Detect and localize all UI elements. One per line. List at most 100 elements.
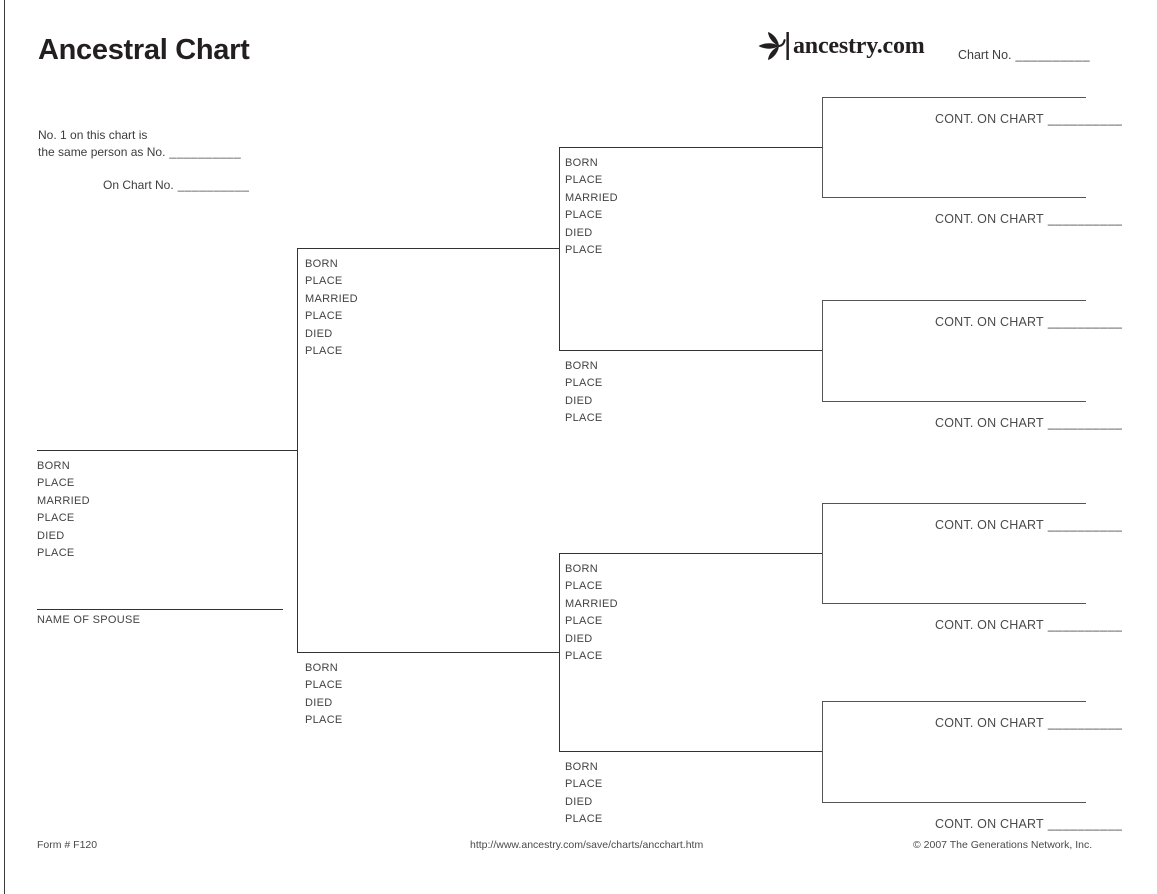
person-1-fields: BORN PLACE MARRIED PLACE DIED PLACE [37,458,90,562]
cont-on-chart-4: CONT. ON CHART__________ [935,416,1122,430]
field-label-place: PLACE [565,778,603,791]
person-6-name-line [559,553,823,554]
chart-no-blank: __________ [1015,48,1091,62]
gen2-bracket-line [297,248,298,652]
person-14-name-line [822,701,1086,702]
cont-label: CONT. ON CHART [935,618,1044,632]
cont-blank: __________ [1047,817,1123,831]
cont-blank: __________ [1047,716,1123,730]
field-label-died: DIED [305,327,333,340]
field-label-place: PLACE [305,345,343,358]
field-label-place: PLACE [565,377,603,390]
gen4-bracket-line-2 [822,300,823,401]
field-label-place: PLACE [565,580,603,593]
field-label-place: PLACE [305,310,343,323]
cont-on-chart-1: CONT. ON CHART__________ [935,112,1122,126]
cont-on-chart-8: CONT. ON CHART__________ [935,817,1122,831]
gen4-bracket-line-4 [822,701,823,802]
field-label-born: BORN [565,761,598,773]
ancestry-logo-text: ancestry.com [793,32,925,59]
note-line-3-text: On Chart No. [103,178,174,192]
gen3-bracket-line-top [559,147,560,350]
field-label-married: MARRIED [305,292,358,305]
field-label-died: DIED [565,632,593,645]
field-label-place: PLACE [305,714,343,727]
note-line-3-blank: __________ [177,178,250,192]
field-label-place: PLACE [565,209,603,222]
chart-no-label: Chart No. [958,48,1012,62]
person-11-name-line [822,401,1086,402]
cont-label: CONT. ON CHART [935,315,1044,329]
person-5-name-line [559,350,823,351]
chart-reference-note: No. 1 on this chart is the same person a… [38,127,249,194]
cont-blank: __________ [1047,518,1123,532]
person-15-name-line [822,802,1086,803]
field-label-born: BORN [305,662,338,674]
cont-blank: __________ [1047,416,1123,430]
gen4-bracket-line-3 [822,503,823,603]
field-label-died: DIED [565,394,593,407]
gen4-bracket-line-1 [822,97,823,197]
person-9-name-line [822,197,1086,198]
field-label-place: PLACE [565,174,603,187]
field-label-died: DIED [37,529,65,542]
page-left-border [4,0,5,894]
field-label-place: PLACE [37,512,75,525]
page-title: Ancestral Chart [38,34,250,66]
field-label-place: PLACE [565,813,603,826]
note-line-2-blank: __________ [169,145,242,159]
cont-label: CONT. ON CHART [935,112,1044,126]
person-1-name-line [37,450,298,451]
note-line-1: No. 1 on this chart is [38,128,148,142]
field-label-place: PLACE [565,244,603,257]
cont-label: CONT. ON CHART [935,212,1044,226]
field-label-died: DIED [565,795,593,808]
person-3-name-line [297,652,560,653]
person-5-fields: BORN PLACE DIED PLACE [565,358,603,428]
cont-label: CONT. ON CHART [935,817,1044,831]
person-4-fields: BORN PLACE MARRIED PLACE DIED PLACE [565,155,618,259]
field-label-born: BORN [305,258,338,270]
spouse-field-label: NAME OF SPOUSE [37,614,141,626]
field-label-place: PLACE [565,412,603,425]
cont-label: CONT. ON CHART [935,518,1044,532]
cont-on-chart-6: CONT. ON CHART__________ [935,618,1122,632]
ancestry-logo: ancestry.com [755,29,925,63]
field-label-place: PLACE [37,477,75,490]
field-label-place: PLACE [305,275,343,288]
note-line-3: On Chart No.__________ [103,177,249,194]
person-7-fields: BORN PLACE DIED PLACE [565,759,603,829]
person-2-name-line [297,248,560,249]
ancestry-leaf-icon [758,32,789,60]
cont-on-chart-3: CONT. ON CHART__________ [935,315,1122,329]
field-label-place: PLACE [305,679,343,692]
field-label-died: DIED [565,226,593,239]
field-label-married: MARRIED [565,191,618,204]
cont-on-chart-5: CONT. ON CHART__________ [935,518,1122,532]
cont-blank: __________ [1047,212,1123,226]
field-label-married: MARRIED [37,494,90,507]
person-8-name-line [822,97,1086,98]
cont-label: CONT. ON CHART [935,416,1044,430]
cont-blank: __________ [1047,618,1123,632]
person-4-name-line [559,147,823,148]
field-label-born: BORN [565,157,598,169]
cont-label: CONT. ON CHART [935,716,1044,730]
note-line-2: the same person as No.__________ [38,144,249,161]
person-2-fields: BORN PLACE MARRIED PLACE DIED PLACE [305,256,358,360]
field-label-married: MARRIED [565,597,618,610]
person-10-name-line [822,300,1086,301]
person-3-fields: BORN PLACE DIED PLACE [305,660,343,730]
gen3-bracket-line-bottom [559,553,560,751]
field-label-place: PLACE [565,615,603,628]
field-label-born: BORN [565,563,598,575]
spouse-name-line [37,609,283,610]
cont-on-chart-7: CONT. ON CHART__________ [935,716,1122,730]
field-label-place: PLACE [37,547,75,560]
cont-blank: __________ [1047,315,1123,329]
person-7-name-line [559,751,823,752]
footer-url: http://www.ancestry.com/save/charts/ancc… [470,839,704,851]
person-6-fields: BORN PLACE MARRIED PLACE DIED PLACE [565,561,618,665]
field-label-born: BORN [37,460,70,472]
